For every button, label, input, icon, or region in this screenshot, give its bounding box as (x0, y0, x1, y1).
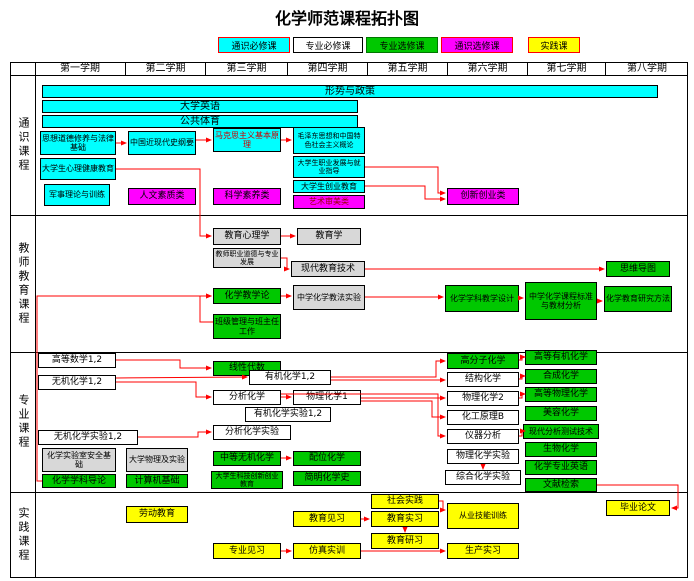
course-box: 班级管理与班主任工作 (213, 314, 281, 339)
course-box: 分析化学 (213, 390, 281, 405)
section-divider-1 (10, 215, 688, 216)
course-box: 人文素质类 (128, 188, 196, 205)
course-box: 马克思主义基本原理 (213, 128, 281, 152)
legend-item-major-elective: 专业选修课 (366, 37, 438, 53)
page-title: 化学师范课程拓扑图 (274, 9, 419, 28)
semester-header-2: 第二学期 (125, 62, 205, 75)
course-box: 思维导图 (606, 261, 670, 277)
course-box: 中等无机化学 (213, 451, 281, 466)
course-box: 无机化学实验1,2 (38, 430, 138, 445)
course-box: 社会实践 (371, 494, 439, 509)
course-box: 艺术审美类 (293, 195, 365, 209)
legend-item-general-required: 通识必修课 (218, 37, 290, 53)
course-box: 教育研习 (371, 533, 439, 549)
label-column-divider (35, 62, 36, 578)
course-box: 化学学科教学设计 (445, 285, 519, 312)
course-box: 科学素养类 (213, 188, 281, 205)
course-box: 中学化学课程标准与教材分析 (525, 282, 597, 320)
course-box: 专业见习 (213, 543, 281, 559)
semester-header-1: 第一学期 (60, 63, 100, 74)
course-box: 思想道德修养与法律基础 (40, 131, 116, 155)
course-box: 文献检索 (525, 478, 597, 492)
legend-item-major-required: 专业必修课 (293, 37, 363, 53)
legend-item-general-elective: 通识选修课 (441, 37, 513, 53)
header-divider (10, 75, 688, 76)
course-box: 仿真实训 (293, 543, 361, 559)
section-label-major: 专业课程 (17, 394, 30, 450)
course-box: 化工原理B (447, 410, 519, 425)
course-box: 高等有机化学 (525, 350, 597, 365)
course-box: 仪器分析 (447, 429, 519, 444)
section-label-practice: 实践课程 (17, 507, 30, 563)
course-box: 化学学科导论 (42, 474, 116, 488)
course-box: 大学生创业教育 (293, 180, 365, 193)
course-box: 美容化学 (525, 406, 597, 421)
course-box: 配位化学 (293, 451, 361, 466)
course-box: 教育见习 (293, 511, 361, 527)
course-box: 公共体育 (42, 115, 358, 128)
course-box: 结构化学 (447, 372, 519, 387)
course-box: 化学实验室安全基础 (42, 448, 116, 472)
semester-header-7: 第七学期 (527, 62, 605, 75)
course-box: 毛泽东思想和中国特色社会主义概论 (293, 127, 365, 154)
course-box: 军事理论与训练 (44, 184, 110, 206)
course-box: 毕业论文 (606, 500, 670, 516)
course-box: 分析化学实验 (213, 425, 291, 440)
course-box: 计算机基础 (126, 474, 188, 488)
course-box: 物理化学2 (447, 391, 519, 406)
course-box: 中国近现代史纲要 (128, 131, 196, 155)
legend-item-practice: 实践课 (528, 37, 580, 53)
course-box: 大学物理及实验 (126, 448, 188, 472)
course-box: 创新创业类 (447, 188, 519, 205)
section-label-general: 通识课程 (17, 117, 30, 173)
course-box: 化学教育研究方法 (604, 286, 672, 312)
course-box: 从业技能训练 (447, 503, 519, 529)
semester-header-3: 第三学期 (205, 62, 287, 75)
course-box: 教育学 (297, 228, 361, 245)
course-box: 中学化学教法实验 (293, 285, 365, 310)
course-box: 生物化学 (525, 442, 597, 457)
course-box: 物理化学1 (293, 390, 361, 405)
course-box: 大学生科技创新创业教育 (211, 471, 283, 489)
table-frame (10, 62, 688, 578)
course-box: 大学生职业发展与就业指导 (293, 156, 365, 178)
section-divider-2 (10, 352, 688, 353)
semester-header-8: 第八学期 (605, 62, 688, 75)
course-box: 形势与政策 (42, 85, 658, 98)
course-box: 教育实习 (371, 511, 439, 527)
course-box: 无机化学1,2 (38, 375, 116, 390)
section-label-teacher-education: 教师教育课程 (17, 241, 30, 326)
course-box: 大学生心理健康教育 (40, 158, 116, 180)
course-box: 高分子化学 (447, 353, 519, 369)
course-box: 现代分析测试技术 (523, 424, 599, 439)
course-box: 化学专业英语 (525, 460, 597, 475)
course-box: 教师职业道德与专业发展 (213, 248, 281, 268)
semester-header-6: 第六学期 (447, 62, 527, 75)
course-box: 有机化学1,2 (249, 370, 331, 385)
course-box: 劳动教育 (126, 506, 188, 523)
course-box: 合成化学 (525, 369, 597, 384)
course-box: 教育心理学 (213, 228, 281, 245)
course-box: 综合化学实验 (445, 470, 521, 485)
course-box: 生产实习 (447, 543, 519, 559)
course-box: 化学教学论 (213, 288, 281, 304)
course-box: 高等物理化学 (525, 387, 597, 402)
course-box: 有机化学实验1,2 (245, 407, 331, 422)
course-box: 大学英语 (42, 100, 358, 113)
semester-header-5: 第五学期 (367, 62, 447, 75)
course-box: 现代教育技术 (291, 261, 365, 277)
section-divider-3 (10, 492, 688, 493)
semester-header-4: 第四学期 (287, 62, 367, 75)
course-box: 简明化学史 (293, 471, 361, 486)
course-box: 物理化学实验 (447, 449, 519, 464)
course-box: 高等数学1,2 (38, 353, 116, 368)
